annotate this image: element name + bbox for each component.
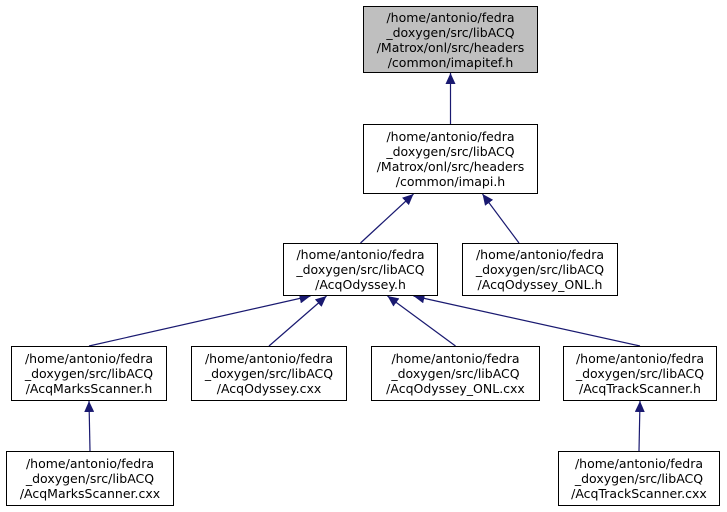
node-path-line: /home/antonio/fedra [386,9,515,25]
edge-acqmarksscanner_cxx-to-acqmarksscanner_h [84,400,95,452]
node-acqmarksscanner-h[interactable]: /home/antonio/fedra _doxygen/src/libACQ … [11,346,167,401]
node-path-line: _doxygen/src/libACQ [386,24,515,40]
edge-acqtrackscanner_cxx-to-acqtrackscanner_h [634,400,645,452]
node-imapi-h[interactable]: /home/antonio/fedra _doxygen/src/libACQ … [363,124,538,194]
node-path-line: _doxygen/src/libACQ [574,471,704,486]
node-acqmarksscanner-cxx[interactable]: /home/antonio/fedra _doxygen/src/libACQ … [6,451,174,506]
edge-acqodyssey_onl_h-to-imapi [482,193,520,244]
node-path-line: /Matrox/onl/src/headers [376,159,525,174]
node-path-line: _doxygen/src/libACQ [391,366,520,381]
node-path-line: /common/imapitef.h [387,54,514,70]
node-imapitef-h[interactable]: /home/antonio/fedra _doxygen/src/libACQ … [363,6,538,73]
edge-acqodyssey_onl_cxx-to-acqodyssey_h [387,295,456,347]
node-path-line: /home/antonio/fedra [25,456,155,471]
node-acqodyssey-onl-h[interactable]: /home/antonio/fedra _doxygen/src/libACQ … [462,243,618,296]
node-path-line: _doxygen/src/libACQ [24,366,154,381]
node-path-line: _doxygen/src/libACQ [475,262,605,277]
node-path-line: /home/antonio/fedra [386,129,515,144]
node-acqodyssey-cxx[interactable]: /home/antonio/fedra _doxygen/src/libACQ … [191,346,347,401]
node-path-line: /AcqTrackScanner.h [579,381,701,396]
node-path-line: /AcqTrackScanner.cxx [571,486,707,501]
node-path-line: /AcqOdyssey.h [315,277,406,292]
node-acqtrackscanner-cxx[interactable]: /home/antonio/fedra _doxygen/src/libACQ … [558,451,720,506]
edge-acqodyssey_cxx-to-acqodyssey_h [268,295,327,347]
node-acqodyssey-h[interactable]: /home/antonio/fedra _doxygen/src/libACQ … [283,243,438,296]
node-path-line: /home/antonio/fedra [391,351,520,366]
node-acqtrackscanner-h[interactable]: /home/antonio/fedra _doxygen/src/libACQ … [563,346,717,401]
node-path-line: /home/antonio/fedra [296,247,425,262]
node-path-line: /AcqMarksScanner.cxx [19,486,161,501]
edge-acqtrackscanner_h-to-acqodyssey_h [413,293,641,347]
node-path-line: _doxygen/src/libACQ [204,366,334,381]
node-path-line: /Matrox/onl/src/headers [376,39,525,55]
node-path-line: _doxygen/src/libACQ [25,471,155,486]
node-path-line: /home/antonio/fedra [204,351,334,366]
node-acqodyssey-onl-cxx[interactable]: /home/antonio/fedra _doxygen/src/libACQ … [371,346,540,401]
node-path-line: _doxygen/src/libACQ [575,366,705,381]
node-path-line: /home/antonio/fedra [575,351,705,366]
node-path-line: /home/antonio/fedra [24,351,154,366]
edge-acqodyssey_h-to-imapi [360,193,414,244]
node-path-line: /AcqOdyssey_ONL.h [477,277,603,292]
node-path-line: /AcqOdyssey.cxx [216,381,322,396]
node-path-line: /home/antonio/fedra [475,247,605,262]
edge-acqmarksscanner_h-to-acqodyssey_h [88,293,311,347]
node-path-line: /AcqOdyssey_ONL.cxx [386,381,525,396]
node-path-line: /home/antonio/fedra [574,456,704,471]
node-path-line: _doxygen/src/libACQ [296,262,425,277]
node-path-line: /AcqMarksScanner.h [25,381,153,396]
node-path-line: /common/imapi.h [395,174,506,189]
node-path-line: _doxygen/src/libACQ [386,144,515,159]
